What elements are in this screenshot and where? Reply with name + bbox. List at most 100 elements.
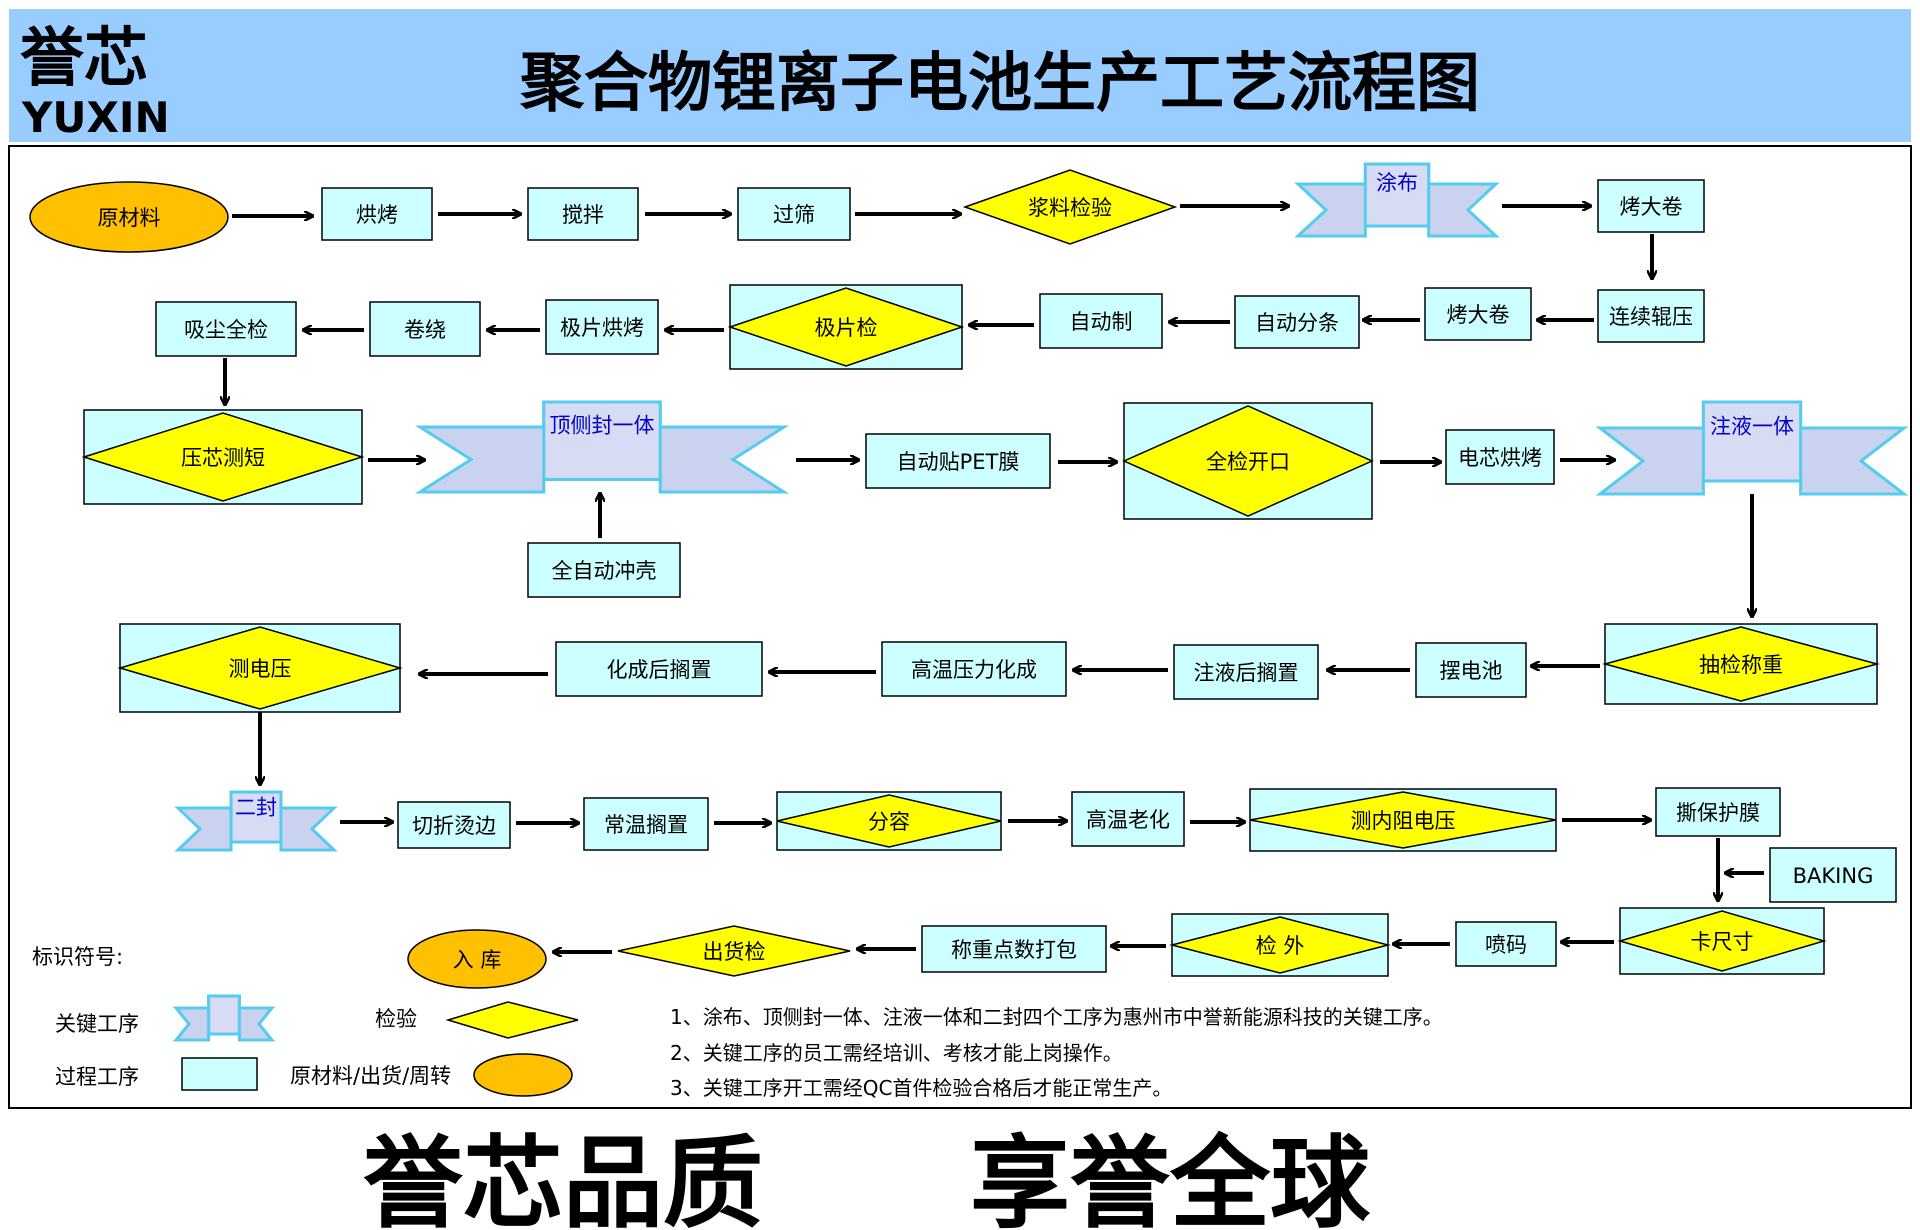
step-s36: BAKING [1769,847,1897,903]
header-bar [9,9,1911,142]
step-label: 电芯烘烤 [1458,446,1542,470]
step-label: 称重点数打包 [951,938,1077,962]
arrows [225,206,1764,952]
step-label: 烤大卷 [1447,303,1510,327]
step-label: 卷绕 [404,318,446,342]
step-s22: 注液一体 [1595,400,1909,496]
legend-material-icon [473,1053,573,1097]
step-s35: 撕保护膜 [1655,787,1781,837]
step-label: 浆料检验 [1028,196,1112,220]
step-s01: 原材料 [29,181,229,253]
step-s24: 摆电池 [1415,642,1527,698]
step-s09: 烤大卷 [1424,287,1532,341]
step-label: 分容 [868,810,910,834]
step-s40: 称重点数打包 [921,925,1107,973]
legend-inspection-label: 检验 [375,1007,417,1031]
step-s29: 二封 [174,790,338,852]
step-s16: 压芯测短 [81,409,365,505]
step-s31: 常温搁置 [583,797,709,851]
step-label: 出货检 [703,940,766,964]
legend-key-process-label: 关键工序 [55,1012,139,1036]
step-s10: 自动分条 [1234,295,1360,349]
step-s04: 过筛 [737,187,851,241]
step-s21: 电芯烘烤 [1445,429,1555,485]
step-label: 撕保护膜 [1676,801,1760,825]
step-s32: 分容 [776,791,1002,851]
step-label: 喷码 [1485,933,1527,957]
step-s20: 全检开口 [1122,402,1374,520]
step-label: 抽检称重 [1699,653,1783,677]
legend-title: 标识符号: [32,945,123,969]
page-title: 聚合物锂离子电池生产工艺流程图 [519,47,1480,121]
slogan-right: 享誉全球 [970,1125,1371,1230]
step-s11: 自动制 [1039,293,1163,349]
step-label: 烘烤 [356,203,398,227]
step-s37: 卡尺寸 [1617,907,1827,975]
step-s23: 抽检称重 [1602,623,1880,705]
step-label: 卡尺寸 [1691,930,1754,954]
step-s38: 喷码 [1455,921,1557,967]
step-s39: 检 外 [1169,913,1391,977]
step-s25: 注液后搁置 [1173,644,1319,700]
notes: 1、涂布、顶侧封一体、注液一体和二封四个工序为惠州市中誉新能源科技的关键工序。 … [670,1005,1443,1100]
note-1: 1、涂布、顶侧封一体、注液一体和二封四个工序为惠州市中誉新能源科技的关键工序。 [670,1005,1443,1029]
step-s27: 化成后搁置 [555,641,763,697]
step-label: 化成后搁置 [607,658,712,682]
legend-process-label: 过程工序 [55,1065,139,1089]
step-label: 自动分条 [1255,311,1339,335]
step-s02: 烘烤 [321,187,433,241]
step-s06: 涂布 [1294,162,1500,238]
logo-chinese: 誉芯 [20,22,148,96]
step-s30: 切折烫边 [397,801,511,849]
legend-inspection-icon [445,1001,579,1039]
step-s28: 测电压 [117,623,403,713]
step-label: 过筛 [773,203,815,227]
legend: 标识符号: 关键工序 过程工序 检验 原材料/出货/周转 [32,945,579,1097]
step-label: 切折烫边 [412,814,496,838]
step-s33: 高温老化 [1071,791,1185,847]
step-label: 自动制 [1070,310,1133,334]
step-label: 自动贴PET膜 [897,450,1020,474]
slogan-left: 誉芯品质 [363,1125,763,1230]
legend-process-icon [181,1057,258,1091]
step-label: 摆电池 [1440,659,1503,683]
step-s03: 搅拌 [527,187,639,241]
step-label: BAKING [1793,864,1874,888]
logo: 誉芯 YUXIN [20,22,170,142]
step-label: 连续辊压 [1609,305,1693,329]
step-s17: 顶侧封一体 [414,400,790,494]
step-label: 烤大卷 [1620,195,1683,219]
step-s08: 连续辊压 [1597,289,1705,343]
step-label: 涂布 [1376,171,1418,195]
step-label: 检 外 [1256,934,1305,958]
step-s13: 极片烘烤 [545,299,659,355]
step-s07: 烤大卷 [1597,179,1705,233]
step-label: 入 库 [453,948,502,972]
step-s34: 测内阻电压 [1249,788,1557,852]
step-label: 搅拌 [562,203,604,227]
note-2: 2、关键工序的员工需经培训、考核才能上岗操作。 [670,1041,1123,1065]
step-label: 注液后搁置 [1194,661,1299,685]
step-s26: 高温压力化成 [881,641,1067,697]
step-s41: 出货检 [617,925,851,977]
step-label: 二封 [235,795,277,819]
step-s05: 浆料检验 [962,169,1178,245]
step-s19: 自动贴PET膜 [865,433,1051,489]
step-s18: 全自动冲壳 [527,542,681,598]
step-label: 原材料 [98,206,161,230]
step-label: 全检开口 [1206,450,1290,474]
step-s12: 极片检 [727,284,965,370]
nodes: 原材料烘烤搅拌过筛浆料检验涂布烤大卷连续辊压烤大卷自动分条自动制极片检极片烘烤卷… [29,162,1909,989]
step-label: 全自动冲壳 [552,559,657,583]
legend-ribbon-icon [172,994,276,1042]
step-label: 常温搁置 [604,813,688,837]
step-label: 注液一体 [1710,414,1794,438]
step-label: 压芯测短 [181,446,265,470]
step-label: 顶侧封一体 [550,414,655,438]
step-label: 吸尘全检 [184,318,268,342]
legend-material-label: 原材料/出货/周转 [290,1064,451,1088]
note-3: 3、关键工序开工需经QC首件检验合格后才能正常生产。 [670,1076,1172,1100]
step-label: 测内阻电压 [1351,809,1456,833]
step-label: 高温老化 [1086,808,1170,832]
